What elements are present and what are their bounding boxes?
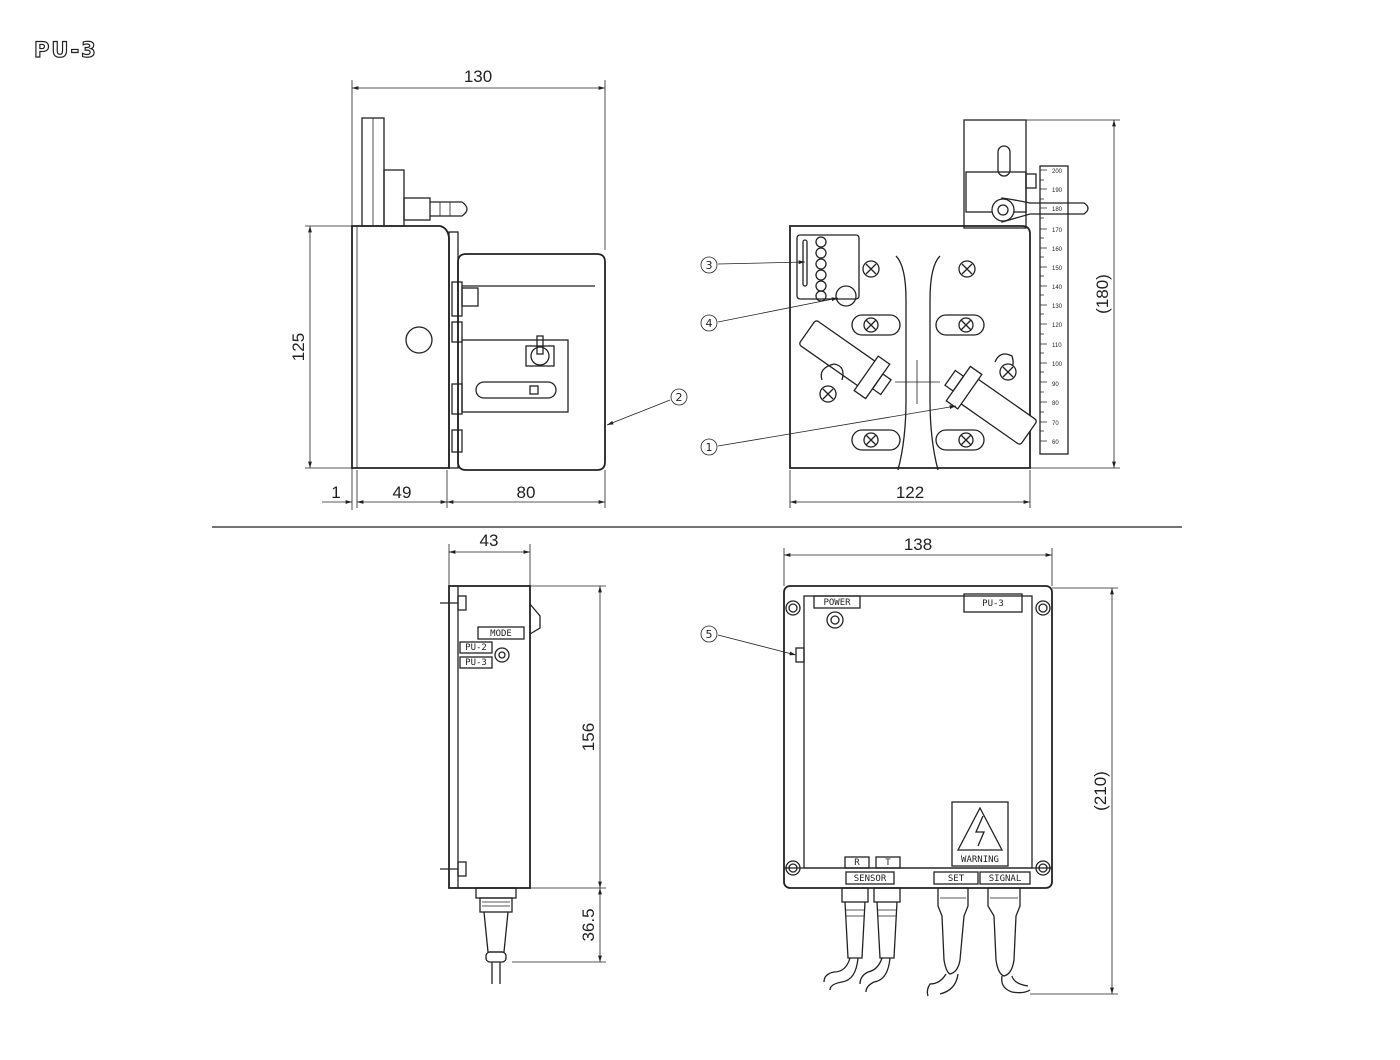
callout-5: 5 [706, 628, 713, 641]
dim-back-height: (210) [1091, 771, 1110, 811]
label-pu2: PU-2 [465, 643, 487, 653]
front-view: 200 190 180 170 160 150 140 130 120 110 … [700, 119, 1120, 508]
svg-text:180: 180 [1052, 207, 1063, 213]
label-sensor: SENSOR [854, 874, 887, 884]
mode-switch-icon [494, 647, 510, 663]
callout-3: 3 [706, 259, 713, 272]
svg-text:100: 100 [1052, 362, 1063, 368]
page-title: PU-3 [33, 37, 98, 62]
dim-front-height: (180) [1093, 274, 1112, 314]
callout-4: 4 [706, 317, 713, 330]
label-power: POWER [823, 598, 851, 608]
dim-side-a: 1 [331, 483, 340, 502]
power-indicator-icon [826, 611, 844, 629]
svg-text:110: 110 [1052, 343, 1062, 349]
label-pu3: PU-3 [465, 658, 487, 668]
svg-text:80: 80 [1052, 401, 1059, 407]
dim-small-cable: 36.5 [579, 908, 598, 941]
svg-text:170: 170 [1052, 228, 1063, 234]
scale-ticks: 200 190 180 170 160 150 140 130 120 110 … [1052, 169, 1063, 446]
svg-text:190: 190 [1052, 188, 1063, 194]
dim-side-c: 80 [517, 483, 536, 502]
label-mode: MODE [490, 629, 512, 639]
dim-back-width: 138 [904, 535, 932, 554]
svg-text:120: 120 [1052, 323, 1063, 329]
label-t: T [885, 858, 891, 868]
callout-2: 2 [676, 391, 683, 404]
side-view: 130 125 1 49 80 2 [289, 67, 688, 510]
back-view: 138 5 POWER PU-3 WARNING R T SENSOR [700, 535, 1118, 997]
dim-front-width: 122 [896, 483, 924, 502]
warning-triangle-icon [956, 806, 1004, 851]
dim-side-height: 125 [289, 333, 308, 361]
label-r: R [854, 858, 860, 868]
svg-text:140: 140 [1052, 285, 1063, 291]
svg-text:130: 130 [1052, 304, 1063, 310]
svg-text:160: 160 [1052, 247, 1063, 253]
label-model: PU-3 [982, 599, 1004, 609]
dim-small-height: 156 [579, 723, 598, 751]
svg-text:70: 70 [1052, 421, 1059, 427]
svg-text:90: 90 [1052, 382, 1059, 388]
label-signal: SIGNAL [989, 874, 1022, 884]
label-set: SET [948, 874, 965, 884]
dim-side-b: 49 [393, 483, 412, 502]
callout-1: 1 [706, 441, 713, 454]
svg-text:200: 200 [1052, 169, 1063, 175]
narrow-side-view: 43 MODE PU-2 PU-3 156 36.5 [440, 531, 606, 984]
dim-side-width: 130 [464, 67, 492, 86]
svg-text:150: 150 [1052, 266, 1063, 272]
label-warning: WARNING [961, 855, 999, 865]
dim-small-width: 43 [480, 531, 499, 550]
svg-text:60: 60 [1052, 440, 1059, 446]
